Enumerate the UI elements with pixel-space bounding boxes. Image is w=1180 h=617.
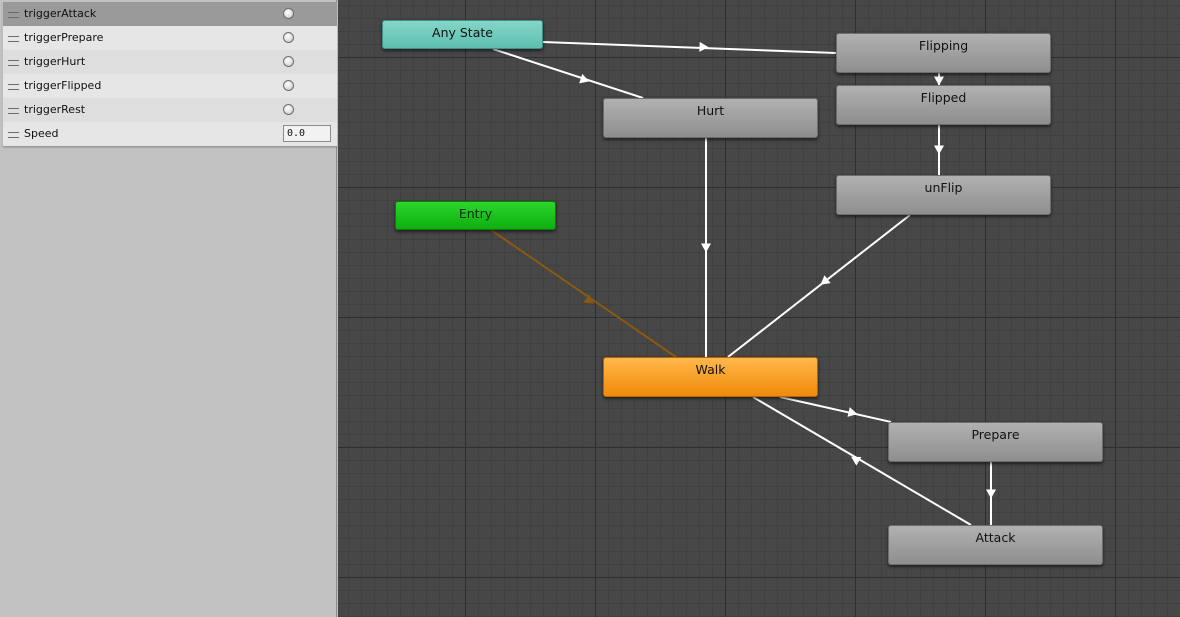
parameter-row-triggerrest[interactable]: triggerRest (3, 98, 337, 122)
state-label: Flipping (918, 38, 969, 53)
trigger-radio-icon[interactable] (283, 104, 294, 115)
trigger-radio-icon[interactable] (283, 56, 294, 67)
state-label: Walk (695, 362, 726, 377)
state-label: unFlip (924, 180, 963, 195)
drag-handle-icon[interactable] (8, 12, 19, 18)
animator-graph-canvas[interactable]: Any State Entry Hurt Flipping Flipped un… (338, 0, 1180, 617)
transition-arrow-icon (986, 489, 996, 499)
parameter-name: triggerHurt (24, 55, 86, 68)
transition-entry-to-walk[interactable] (490, 229, 677, 358)
transition-any-state-to-hurt[interactable] (492, 48, 644, 99)
parameter-row-triggerattack[interactable]: triggerAttack (3, 2, 337, 26)
transition-arrow-icon (701, 243, 711, 253)
transition-arrow-icon (934, 145, 944, 155)
transition-arrow-icon (583, 294, 594, 304)
state-flipping[interactable]: Flipping (836, 33, 1051, 73)
drag-handle-icon[interactable] (8, 108, 19, 114)
state-label: Hurt (696, 103, 725, 118)
state-prepare[interactable]: Prepare (888, 422, 1103, 462)
state-label: Prepare (971, 427, 1020, 442)
transition-arrow-icon (934, 76, 944, 86)
transition-arrow-icon (699, 41, 709, 52)
state-label: Entry (458, 206, 493, 221)
drag-handle-icon[interactable] (8, 60, 19, 66)
parameter-row-triggerhurt[interactable]: triggerHurt (3, 50, 337, 74)
state-walk[interactable]: Walk (603, 357, 818, 397)
transition-arrow-icon (820, 275, 831, 285)
state-any-state[interactable]: Any State (382, 20, 543, 49)
drag-handle-icon[interactable] (8, 36, 19, 42)
parameter-row-triggerflipped[interactable]: triggerFlipped (3, 74, 337, 98)
parameter-name: triggerPrepare (24, 31, 104, 44)
state-entry[interactable]: Entry (395, 201, 556, 230)
state-label: Flipped (920, 90, 967, 105)
state-label: Attack (975, 530, 1016, 545)
transition-attack-to-walk[interactable] (752, 396, 972, 526)
state-attack[interactable]: Attack (888, 525, 1103, 565)
parameters-list: triggerAttack triggerPrepare triggerHurt… (2, 2, 338, 147)
transition-arrow-icon (847, 407, 858, 417)
parameter-name: triggerFlipped (24, 79, 102, 92)
transition-arrow-icon (579, 73, 590, 84)
parameter-name: triggerAttack (24, 7, 97, 20)
transition-walk-to-prepare[interactable] (779, 396, 892, 423)
parameter-row-triggerprepare[interactable]: triggerPrepare (3, 26, 337, 50)
transition-unflip-to-walk[interactable] (727, 214, 911, 358)
drag-handle-icon[interactable] (8, 84, 19, 90)
speed-value-field[interactable]: 0.0 (283, 125, 331, 142)
transition-edges (490, 41, 996, 526)
transition-arrow-icon (851, 456, 862, 466)
parameter-name: triggerRest (24, 103, 86, 116)
trigger-radio-icon[interactable] (283, 8, 294, 19)
state-label: Any State (432, 25, 493, 40)
state-unflip[interactable]: unFlip (836, 175, 1051, 215)
state-hurt[interactable]: Hurt (603, 98, 818, 138)
state-flipped[interactable]: Flipped (836, 85, 1051, 125)
parameter-name: Speed (24, 127, 59, 140)
trigger-radio-icon[interactable] (283, 32, 294, 43)
transition-any-state-to-flipping[interactable] (542, 41, 837, 54)
drag-handle-icon[interactable] (8, 132, 19, 138)
parameters-panel: triggerAttack triggerPrepare triggerHurt… (0, 0, 338, 617)
parameter-row-speed[interactable]: Speed 0.0 (3, 122, 337, 146)
trigger-radio-icon[interactable] (283, 80, 294, 91)
